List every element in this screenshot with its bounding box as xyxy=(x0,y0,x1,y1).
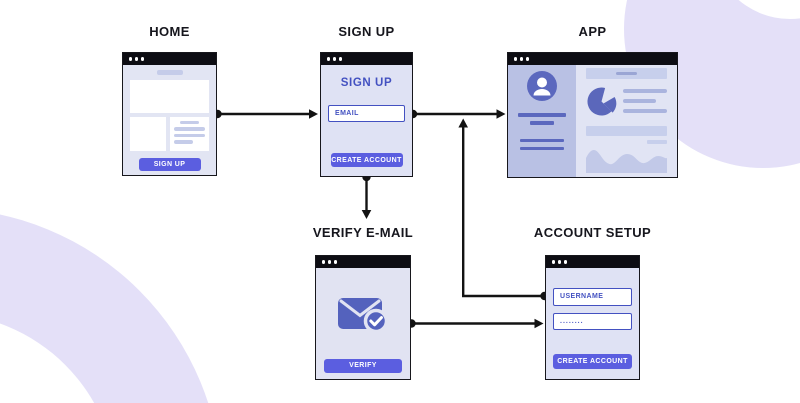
skeleton-line xyxy=(647,139,667,144)
window-dots-icon xyxy=(327,57,343,61)
create-account-button[interactable]: CREATE ACCOUNT xyxy=(553,354,632,369)
screen-verify-email: VERIFY xyxy=(315,255,411,380)
skeleton-line xyxy=(623,98,657,103)
decor-ring-bottom-left xyxy=(0,214,209,403)
app-sidebar xyxy=(508,65,576,178)
decor-circle-cutout xyxy=(738,0,800,19)
signup-heading: SIGN UP xyxy=(340,77,393,89)
url-pill-skeleton xyxy=(156,70,183,75)
skeleton-line xyxy=(616,71,637,75)
signup-button[interactable]: SIGN UP xyxy=(138,157,201,171)
hero-skeleton xyxy=(130,79,209,113)
node-title-verify-email: VERIFY E-MAIL xyxy=(312,225,414,240)
window-titlebar xyxy=(321,53,412,65)
sidebar-skeleton-line xyxy=(520,146,564,150)
arrow-head xyxy=(534,318,544,329)
window-dots-icon xyxy=(514,57,530,61)
create-account-button[interactable]: CREATE ACCOUNT xyxy=(330,153,403,167)
sidebar-skeleton-line xyxy=(520,138,564,142)
decor-ring-hole xyxy=(0,323,95,403)
sidebar-skeleton-line xyxy=(530,121,554,125)
app-content xyxy=(576,65,677,178)
arrow-head xyxy=(458,118,468,128)
connector-signup-to-app xyxy=(408,109,506,119)
window-dots-icon xyxy=(129,57,145,61)
skeleton-line xyxy=(174,133,205,137)
text-skeleton-block xyxy=(170,116,209,151)
connector-home-to-signup xyxy=(213,109,318,119)
area-chart-graphic xyxy=(586,150,667,173)
image-skeleton xyxy=(130,116,166,151)
window-titlebar xyxy=(316,256,410,268)
sidebar-skeleton-line xyxy=(518,113,566,117)
screen-account-setup: USERNAME ........ CREATE ACCOUNT xyxy=(545,255,640,380)
window-dots-icon xyxy=(552,260,568,264)
skeleton-line xyxy=(179,120,200,124)
window-dots-icon xyxy=(322,260,338,264)
window-titlebar xyxy=(123,53,216,65)
window-titlebar xyxy=(508,53,677,65)
text-skeleton-block xyxy=(623,88,667,119)
pie-chart-icon xyxy=(587,87,617,116)
username-input[interactable]: USERNAME xyxy=(553,288,632,306)
email-check-icon xyxy=(338,298,388,333)
skeleton-line xyxy=(174,140,194,144)
connector-verify-to-account xyxy=(407,318,544,329)
email-input[interactable]: EMAIL xyxy=(328,105,405,122)
node-title-signup: SIGN UP xyxy=(338,24,395,39)
arrow-head xyxy=(309,109,318,119)
arrow-head xyxy=(361,210,372,219)
appbar-skeleton xyxy=(586,68,667,79)
window-titlebar xyxy=(546,256,639,268)
banner-skeleton xyxy=(586,125,667,136)
verify-button[interactable]: VERIFY xyxy=(324,359,402,373)
node-title-app: APP xyxy=(578,24,607,39)
connector-signup-to-verify xyxy=(361,172,372,219)
user-avatar-icon xyxy=(527,71,557,101)
screen-home: SIGN UP xyxy=(122,52,217,176)
node-title-home: HOME xyxy=(149,24,190,39)
skeleton-line xyxy=(174,127,205,131)
screen-app xyxy=(507,52,678,178)
arrow-head xyxy=(496,109,506,119)
skeleton-line xyxy=(623,108,667,113)
skeleton-line xyxy=(623,88,667,93)
home-page-mock: SIGN UP xyxy=(123,65,216,171)
screen-signup: SIGN UP EMAIL CREATE ACCOUNT xyxy=(320,52,413,177)
password-input[interactable]: ........ xyxy=(553,312,632,330)
node-title-account-setup: ACCOUNT SETUP xyxy=(533,225,652,240)
